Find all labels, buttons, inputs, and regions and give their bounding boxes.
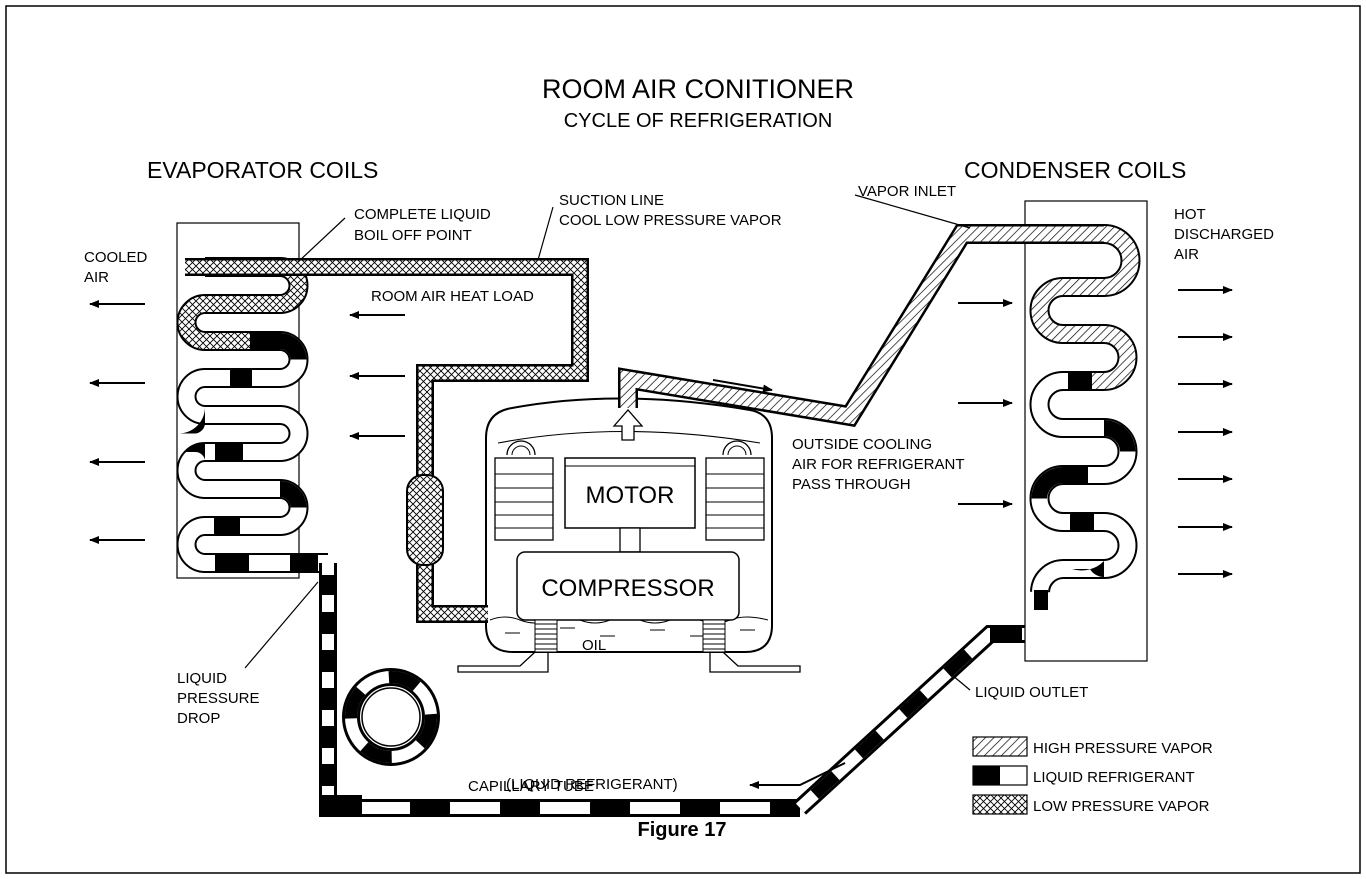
figure-caption: Figure 17 [638,819,727,841]
discharge-line [618,224,1104,427]
page-subtitle: CYCLE OF REFRIGERATION [564,110,833,132]
label-cooled: COOLED [84,249,148,266]
leader-lines [244,194,971,691]
label-boil-off-point: BOIL OFF POINT [354,227,472,244]
label-complete-liquid: COMPLETE LIQUID [354,206,491,223]
label-compressor: COMPRESSOR [541,575,714,602]
compressor-unit [457,397,801,673]
labels: COMPLETE LIQUID BOIL OFF POINT SUCTION L… [84,183,1274,795]
label-outside-cooling: OUTSIDE COOLING [792,436,932,453]
label-drop: DROP [177,710,220,727]
label-vapor-inlet: VAPOR INLET [858,183,956,200]
label-air-left: AIR [84,269,109,286]
label-liquid: LIQUID [177,670,227,687]
label-suction-line: SUCTION LINE [559,192,664,209]
label-liquid-outlet: LIQUID OUTLET [975,684,1088,701]
label-discharged: DISCHARGED [1174,226,1274,243]
label-liquid-refrigerant: (LIQUID REFRIGERANT) [506,776,678,793]
legend-label-low-pressure: LOW PRESSURE VAPOR [1033,798,1210,815]
legend-label-high-pressure: HIGH PRESSURE VAPOR [1033,740,1213,757]
legend-label-liquid: LIQUID REFRIGERANT [1033,769,1195,786]
capillary-coil [342,668,440,766]
label-hot: HOT [1174,206,1206,223]
label-capillary-tube: CAPILLARY TUBE [468,778,594,795]
suction-line [185,258,589,623]
diagram-frame [5,5,1361,874]
page-title: ROOM AIR CONITIONER [542,74,854,104]
flow-direction-arrow [749,762,846,789]
label-room-air-heat-load: ROOM AIR HEAT LOAD [371,288,534,305]
legend-swatch-low-pressure [972,794,1028,815]
condenser-coil [960,224,1141,610]
outside-air-arrow [712,379,773,393]
label-oil: OIL [582,637,606,654]
legend-swatch-high-pressure [972,736,1028,757]
liquid-line-left [319,563,800,817]
label-air-right: AIR [1174,246,1199,263]
legend: HIGH PRESSURE VAPOR LIQUID REFRIGERANT L… [972,736,1213,815]
air-arrows [89,286,1233,789]
evaporator-coil [176,257,328,573]
label-pass-through: PASS THROUGH [792,476,911,493]
label-pressure: PRESSURE [177,690,260,707]
evaporator-heading: EVAPORATOR COILS [147,157,378,183]
condenser-heading: CONDENSER COILS [964,157,1186,183]
label-cool-low-pressure-vapor: COOL LOW PRESSURE VAPOR [559,212,782,229]
label-motor: MOTOR [586,482,675,509]
label-air-for-refrigerant: AIR FOR REFRIGERANT [792,456,965,473]
